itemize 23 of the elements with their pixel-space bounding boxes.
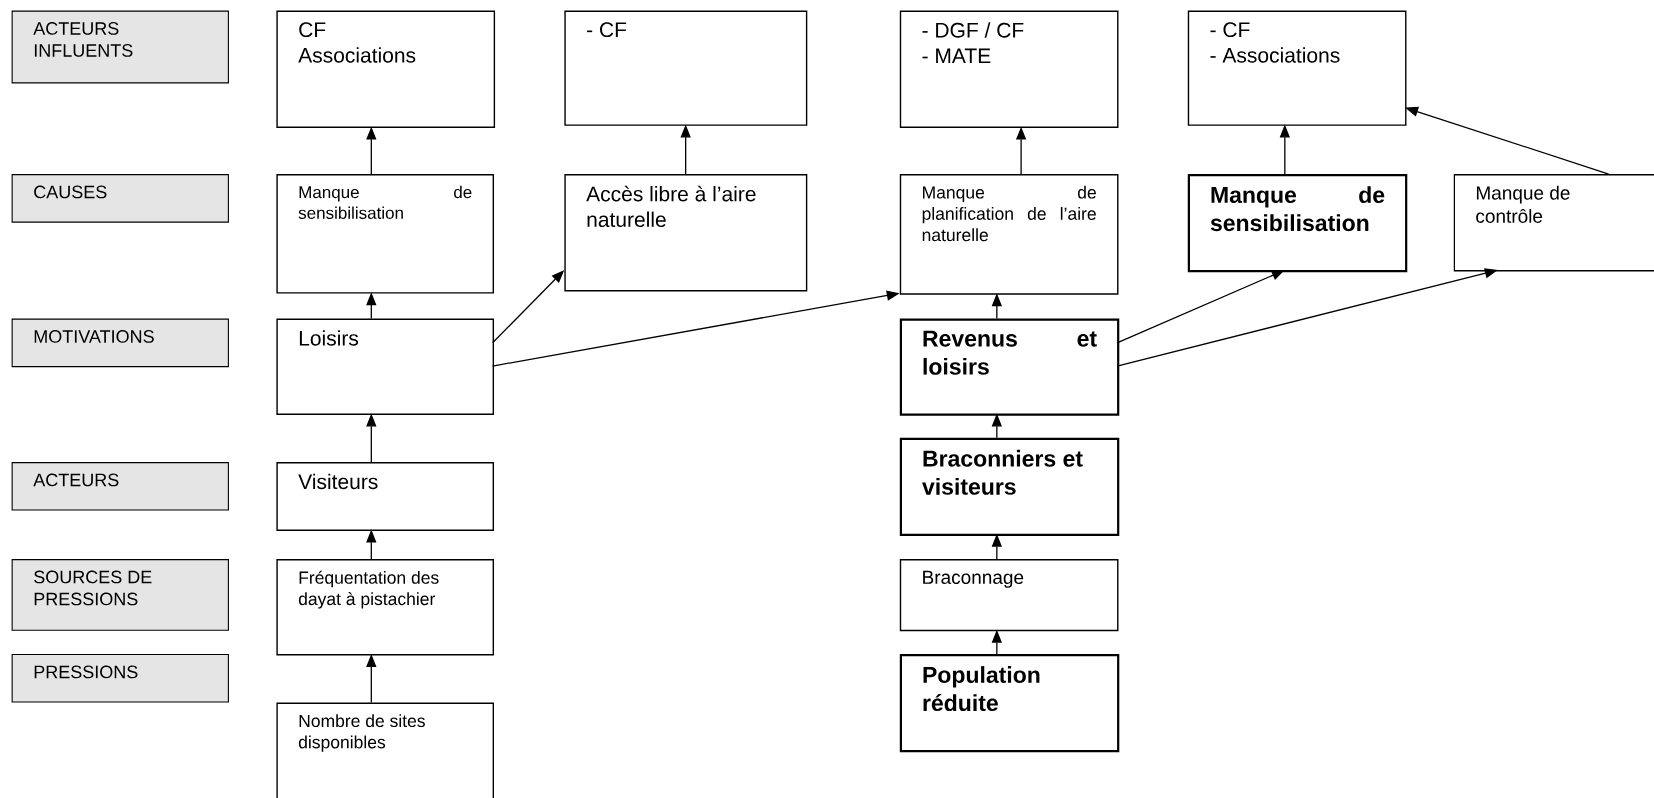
text-box: Nombre de sites disponibles [276,702,494,798]
text-box: Fréquentation des dayat à pistachier [276,559,494,656]
text-box: Visiteurs [276,462,494,531]
text-box: - DGF / CF - MATE [899,10,1119,128]
text-box: Braconnage [899,559,1119,632]
text-box: Loisirs [276,318,494,415]
row-label: PRESSIONS [11,654,229,703]
row-label: CAUSES [11,174,229,223]
text-box: CF Associations [276,10,496,128]
text-box: Accès libre à l’aire naturelle [564,174,808,292]
text-box: Manque de planification de l’aire naturelle [899,174,1119,295]
text-box: - CF [564,10,808,126]
text-box: Manque de sensibilisation [1187,174,1408,273]
text-box: Population réduite [899,654,1120,753]
row-label: SOURCES DE PRESSIONS [11,559,229,631]
row-label: MOTIVATIONS [11,318,229,368]
text-box: Braconniers et visiteurs [899,437,1120,536]
text-box: Revenus et loisirs [899,318,1120,416]
row-label: ACTEURS INFLUENTS [11,10,229,84]
row-label: ACTEURS [11,462,229,511]
text-box: - CF - Associations [1187,10,1407,126]
text-box: Manque de sensibilisation [276,174,494,294]
text-box: Manque de contrôle [1453,174,1654,272]
